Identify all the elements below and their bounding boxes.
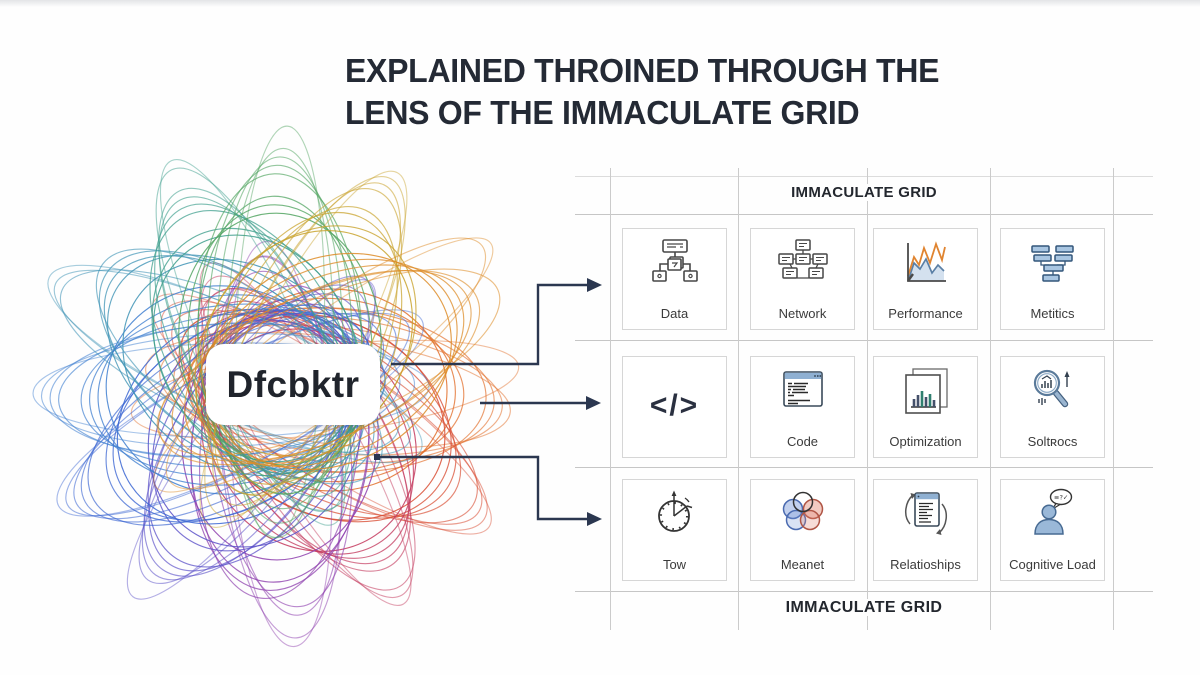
grid-cell-label: Optimization	[889, 434, 962, 449]
top-edge-shadow	[0, 0, 1200, 7]
code-window-icon	[782, 371, 823, 407]
svg-text:≡?✓: ≡?✓	[1054, 494, 1068, 502]
clock-icon	[657, 490, 692, 532]
page-title: EXPLAINED THROINED THROUGH THE LENS OF T…	[345, 50, 939, 133]
data-flow-icon	[651, 239, 698, 282]
grid-cell-search: Soltʀocs	[1000, 356, 1105, 458]
grid-line	[575, 591, 1153, 592]
grid-cell-cognitive-load: ≡?✓ Cognitive Load	[1000, 479, 1105, 581]
grid-header: IMMACULATE GRID	[575, 184, 1153, 201]
grid-cell-label: Data	[660, 306, 689, 321]
optimization-bars-icon	[904, 368, 948, 414]
search-growth-icon	[1033, 369, 1069, 408]
grid-line	[1113, 168, 1114, 630]
grid-cell-label: Metitics	[1030, 306, 1075, 321]
code-tag-icon: </>	[649, 389, 700, 422]
grid-footer: IMMACULATE GRID	[575, 599, 1153, 617]
grid-cell-label: Soltʀocs	[1027, 434, 1078, 449]
grid-line	[575, 214, 1153, 215]
grid-cell-label: Code	[786, 434, 819, 449]
grid-cell-performance: Performance	[873, 228, 978, 330]
grid-cell-label: Cognitive Load	[1009, 557, 1096, 572]
person-speech-icon: ≡?✓	[1033, 488, 1072, 535]
document-cycle-icon	[904, 492, 947, 535]
grid-cell-label: Tow	[662, 557, 687, 572]
grid-cell-time: Tow	[622, 479, 727, 581]
grid-cell-metrics: Metitics	[1000, 228, 1105, 330]
arrow-top-head-icon	[587, 278, 602, 292]
grid-cell-label: Network	[778, 306, 827, 321]
grid-line	[990, 168, 991, 630]
network-nodes-icon	[777, 239, 828, 279]
central-label: Dfcbktr	[226, 363, 360, 405]
grid-line	[575, 176, 1153, 177]
grid-line	[867, 168, 868, 630]
performance-chart-icon	[906, 241, 946, 282]
grid-cell-code: Code	[750, 356, 855, 458]
metrics-bars-icon	[1030, 245, 1074, 282]
grid-cell-network: Network	[750, 228, 855, 330]
grid-line	[738, 168, 739, 630]
arrow-middle-head-icon	[586, 396, 601, 410]
grid-cell-label: Relatioships	[890, 557, 961, 572]
grid-cell-venn: Meanet	[750, 479, 855, 581]
page-title-line2: LENS OF THE IMMACULATE GRID	[345, 93, 860, 131]
grid-line	[575, 467, 1153, 468]
arrow-bottom-head-icon	[587, 512, 602, 526]
grid-cell-code-tag: </>	[622, 356, 727, 458]
page-title-line1: EXPLAINED THROINED THROUGH THE	[345, 52, 940, 89]
grid-cell-optimization: Optimization	[873, 356, 978, 458]
grid-line	[610, 168, 611, 630]
grid-cell-label: Meanet	[780, 557, 825, 572]
grid-cell-data: Data	[622, 228, 727, 330]
grid-cell-relationships: Relatioships	[873, 479, 978, 581]
central-label-box: Dfcbktr	[206, 344, 380, 425]
venn-circles-icon	[782, 491, 823, 531]
grid-line	[575, 340, 1153, 341]
grid-cell-label: Performance	[888, 306, 963, 321]
